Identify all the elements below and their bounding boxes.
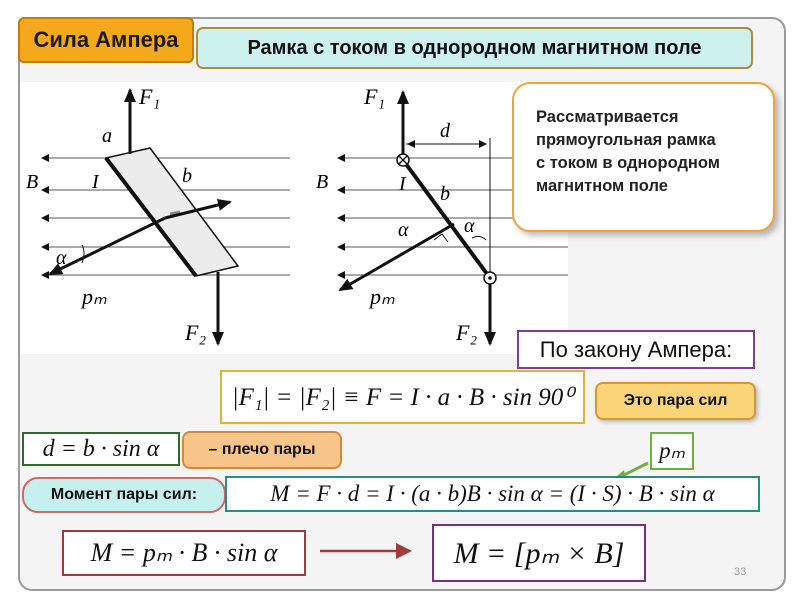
label-B-right: B: [316, 171, 328, 193]
label-pm-right: pₘ: [368, 284, 395, 309]
label-b-left: b: [182, 165, 192, 187]
label-I-left: I: [91, 171, 100, 193]
note-line: прямоугольная рамка: [536, 131, 716, 149]
page-number: 33: [734, 566, 747, 578]
arrow-right-icon: [320, 543, 412, 559]
moment-label-callout: Момент пары сил:: [22, 477, 226, 513]
label-alpha-right-2: α: [464, 215, 475, 237]
ampere-law-label: По закону Ампера:: [517, 330, 755, 369]
force-pair-callout: Это пара сил: [595, 382, 756, 420]
moment-scalar-formula: M = pₘ · B · sin α: [62, 530, 306, 576]
note-line: с током в однородном: [536, 154, 720, 172]
magnetic-moment-formula: pₘ: [650, 432, 694, 470]
moment-expanded-formula: M = F · d = I · (a · b)B · sin α = (I · …: [225, 476, 760, 512]
slide-title: Рамка с током в однородном магнитном пол…: [196, 27, 753, 69]
label-d: d: [440, 120, 451, 142]
label-F2-left: F₂: [184, 320, 206, 345]
label-F1-right: F₁: [363, 84, 385, 109]
label-alpha-right: α: [398, 219, 409, 241]
topic-label: Сила Ампера: [18, 17, 194, 63]
force-equality-formula: |F₁| = |F₂| ≡ F = I · a · B · sin 90⁰: [220, 370, 585, 424]
moment-vector-formula: M = [pₘ × B]: [432, 524, 646, 582]
label-pm-left: pₘ: [80, 284, 107, 309]
lever-arm-callout: – плечо пары: [182, 431, 342, 469]
note-line: магнитном поле: [536, 177, 668, 195]
label-F2-right: F₂: [455, 320, 477, 345]
label-alpha-left: α: [56, 247, 67, 269]
label-B-left: B: [26, 171, 38, 193]
current-frame: [104, 147, 240, 277]
label-F1-left: F₁: [138, 84, 160, 109]
label-I-right: I: [398, 173, 407, 195]
label-b-right: b: [440, 183, 450, 205]
field-lines-right: [337, 154, 568, 279]
frame-diagram: F₁ a I b B α pₘ F₂ F₁ d B I b α α pₘ F₂: [20, 82, 568, 354]
description-note: Рассматривается прямоугольная рамка с то…: [512, 82, 775, 232]
note-line: Рассматривается: [536, 108, 679, 126]
lever-arm-formula: d = b · sin α: [22, 432, 180, 466]
label-a: a: [102, 125, 112, 147]
